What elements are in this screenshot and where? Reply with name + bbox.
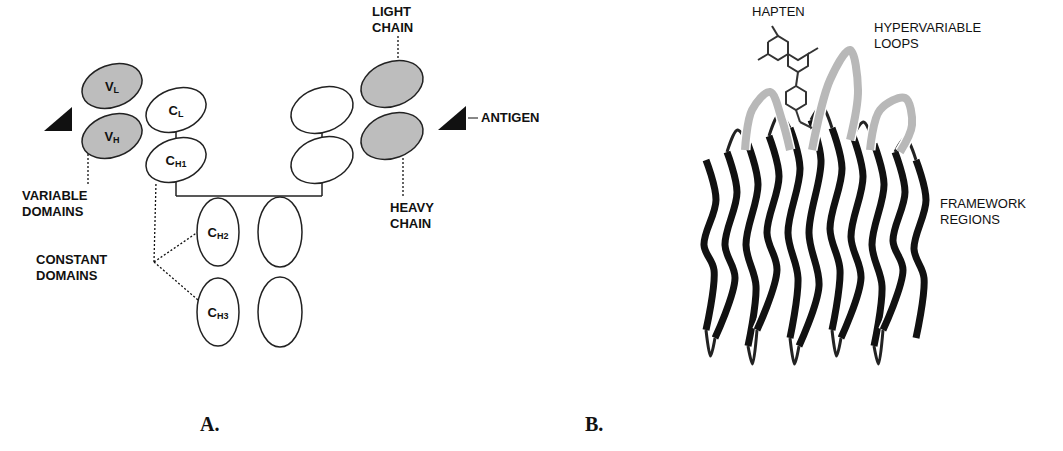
constant-domain: CH1 <box>144 138 208 182</box>
region-label: HYPERVARIABLE LOOPS <box>874 20 1004 51</box>
antigen-triangle <box>438 106 466 130</box>
domain-group-label: VARIABLE DOMAINS <box>22 188 112 219</box>
domain-label: CH3 <box>196 277 240 347</box>
hapten-label: HAPTEN <box>752 4 805 20</box>
hapten-molecule <box>758 26 818 128</box>
domain-label: CH2 <box>196 197 240 267</box>
constant-domain: CH2 <box>196 197 240 267</box>
domain-label: VH <box>80 114 144 158</box>
variable-domain: VH <box>80 114 144 158</box>
domain-label: CL <box>144 88 208 132</box>
constant-domain: CH3 <box>196 277 240 347</box>
antigen-label: ANTIGEN <box>481 110 540 126</box>
leader-line <box>468 118 478 119</box>
domain-label: VL <box>80 64 144 108</box>
panel-letter: B. <box>585 412 603 436</box>
chain-label: LIGHT CHAIN <box>372 4 432 35</box>
constant-domain: CL <box>144 88 208 132</box>
right-arm-domains <box>258 52 430 347</box>
domain-group-label: CONSTANT DOMAINS <box>36 252 136 283</box>
domain-label: CH1 <box>144 138 208 182</box>
protein-ribbon <box>704 50 926 364</box>
panel-letter: A. <box>200 412 219 436</box>
chain-label: HEAVY CHAIN <box>390 200 450 231</box>
variable-domain: VL <box>80 64 144 108</box>
antigen-triangle <box>44 107 72 131</box>
region-label: FRAMEWORK REGIONS <box>940 196 1050 227</box>
